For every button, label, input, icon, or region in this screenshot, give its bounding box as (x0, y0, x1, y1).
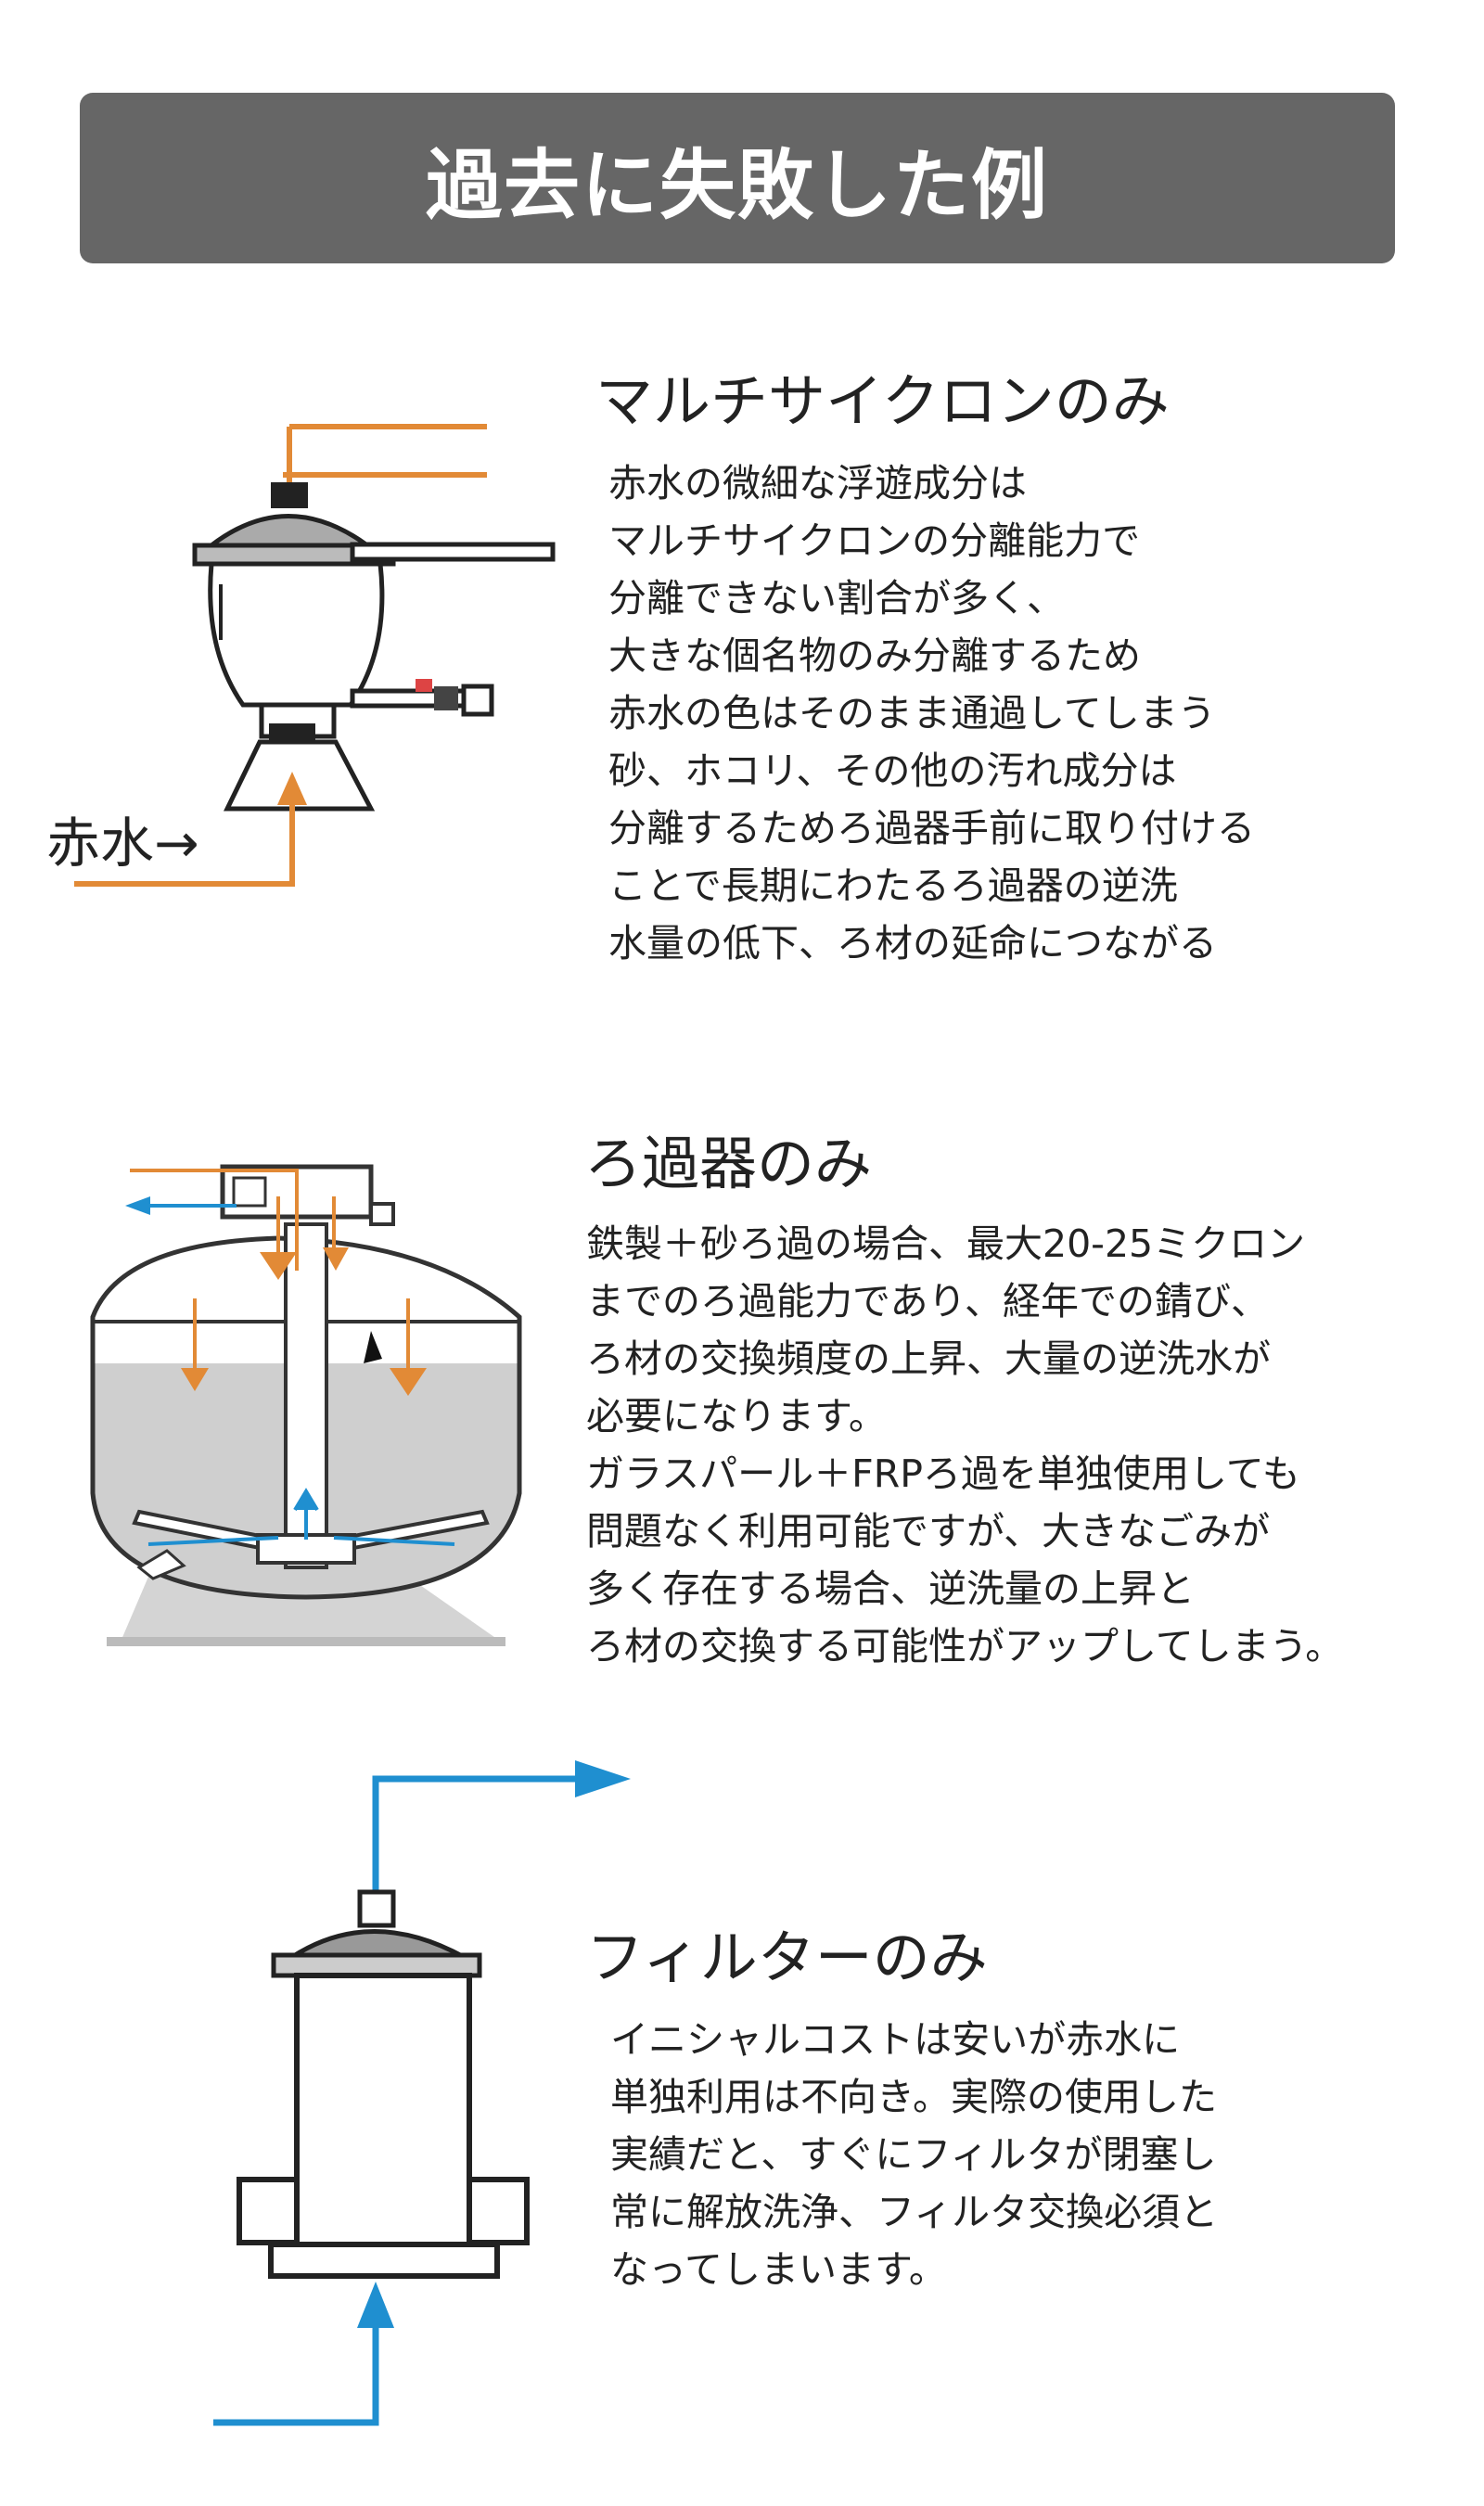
body-line: ろ材の交換頻度の上昇、大量の逆洗水が (586, 1336, 1271, 1381)
body-line: 水量の低下、ろ材の延命につながる (608, 921, 1217, 965)
outflow-arrow (125, 1196, 150, 1215)
body-line: ことで長期にわたるろ過器の逆洗 (608, 863, 1178, 908)
page-title: 過去に失敗した例 (425, 141, 1049, 230)
body-line: 分離できない割合が多く、 (608, 576, 1065, 620)
inlet-pipe (74, 799, 295, 887)
body-line: 実績だと、すぐにフィルタが閉塞し (610, 2132, 1217, 2177)
body-line: 多く存在する場合、逆洗量の上昇と (586, 1566, 1195, 1611)
body-line: なってしまいます。 (610, 2247, 947, 2292)
body-line: 赤水の色はそのまま通過してしまう (608, 691, 1216, 735)
inlet-arrow (277, 772, 307, 805)
cartridge-filter-diagram (213, 1760, 631, 2426)
body-line: 鉄製＋砂ろ過の場合、最大20-25ミクロン (586, 1221, 1306, 1266)
header-banner: 過去に失敗した例 (80, 93, 1395, 263)
body-line: 大きな個名物のみ分離するため (608, 633, 1141, 678)
body-line: ガラスパール＋FRPろ過を単独使用しても (586, 1451, 1300, 1496)
body-line: までのろ過能力であり、経年での錆び、 (586, 1279, 1269, 1323)
section-title-multicyclone: マルチサイクロンのみ (595, 367, 1170, 435)
outlet-pipe (372, 1775, 594, 1892)
body-line: イニシャルコストは安いが赤水に (610, 2017, 1181, 2062)
multicyclone-diagram (74, 424, 556, 887)
red-water-label: 赤水→ (46, 812, 199, 875)
body-line: ろ材の交換する可能性がアップしてしまう。 (586, 1624, 1344, 1669)
section-body-multicyclone: 赤水の微細な浮遊成分は マルチサイクロンの分離能力で 分離できない割合が多く、 … (608, 454, 1255, 972)
body-line: 赤水の微細な浮遊成分は (608, 461, 1027, 505)
body-line: 常に解放洗浄、フィルタ交換必須と (610, 2190, 1219, 2234)
body-line: 問題なく利用可能ですが、大きなごみが (586, 1509, 1271, 1553)
inlet-arrow (357, 2282, 394, 2328)
body-line: 必要になります。 (586, 1394, 887, 1438)
inlet-pipe (213, 2314, 379, 2426)
body-line: 単独利用は不向き。実際の使用した (610, 2075, 1217, 2119)
section-title-cartridge-filter: フィルターのみ (586, 1924, 988, 1991)
body-line: 分離するためろ過器手前に取り付ける (608, 806, 1255, 850)
body-line: 砂、ホコリ、その他の汚れ成分は (608, 748, 1177, 793)
section-title-sand-filter: ろ過器のみ (584, 1130, 873, 1197)
outlet-arrow (575, 1760, 631, 1797)
section-body-sand-filter: 鉄製＋砂ろ過の場合、最大20-25ミクロン までのろ過能力であり、経年での錆び、… (586, 1215, 1343, 1675)
sand-filter-diagram (90, 1164, 522, 1646)
section-body-cartridge-filter: イニシャルコストは安いが赤水に 単独利用は不向き。実際の使用した 実績だと、すぐ… (610, 2011, 1218, 2298)
body-line: マルチサイクロンの分離能力で (608, 518, 1141, 563)
